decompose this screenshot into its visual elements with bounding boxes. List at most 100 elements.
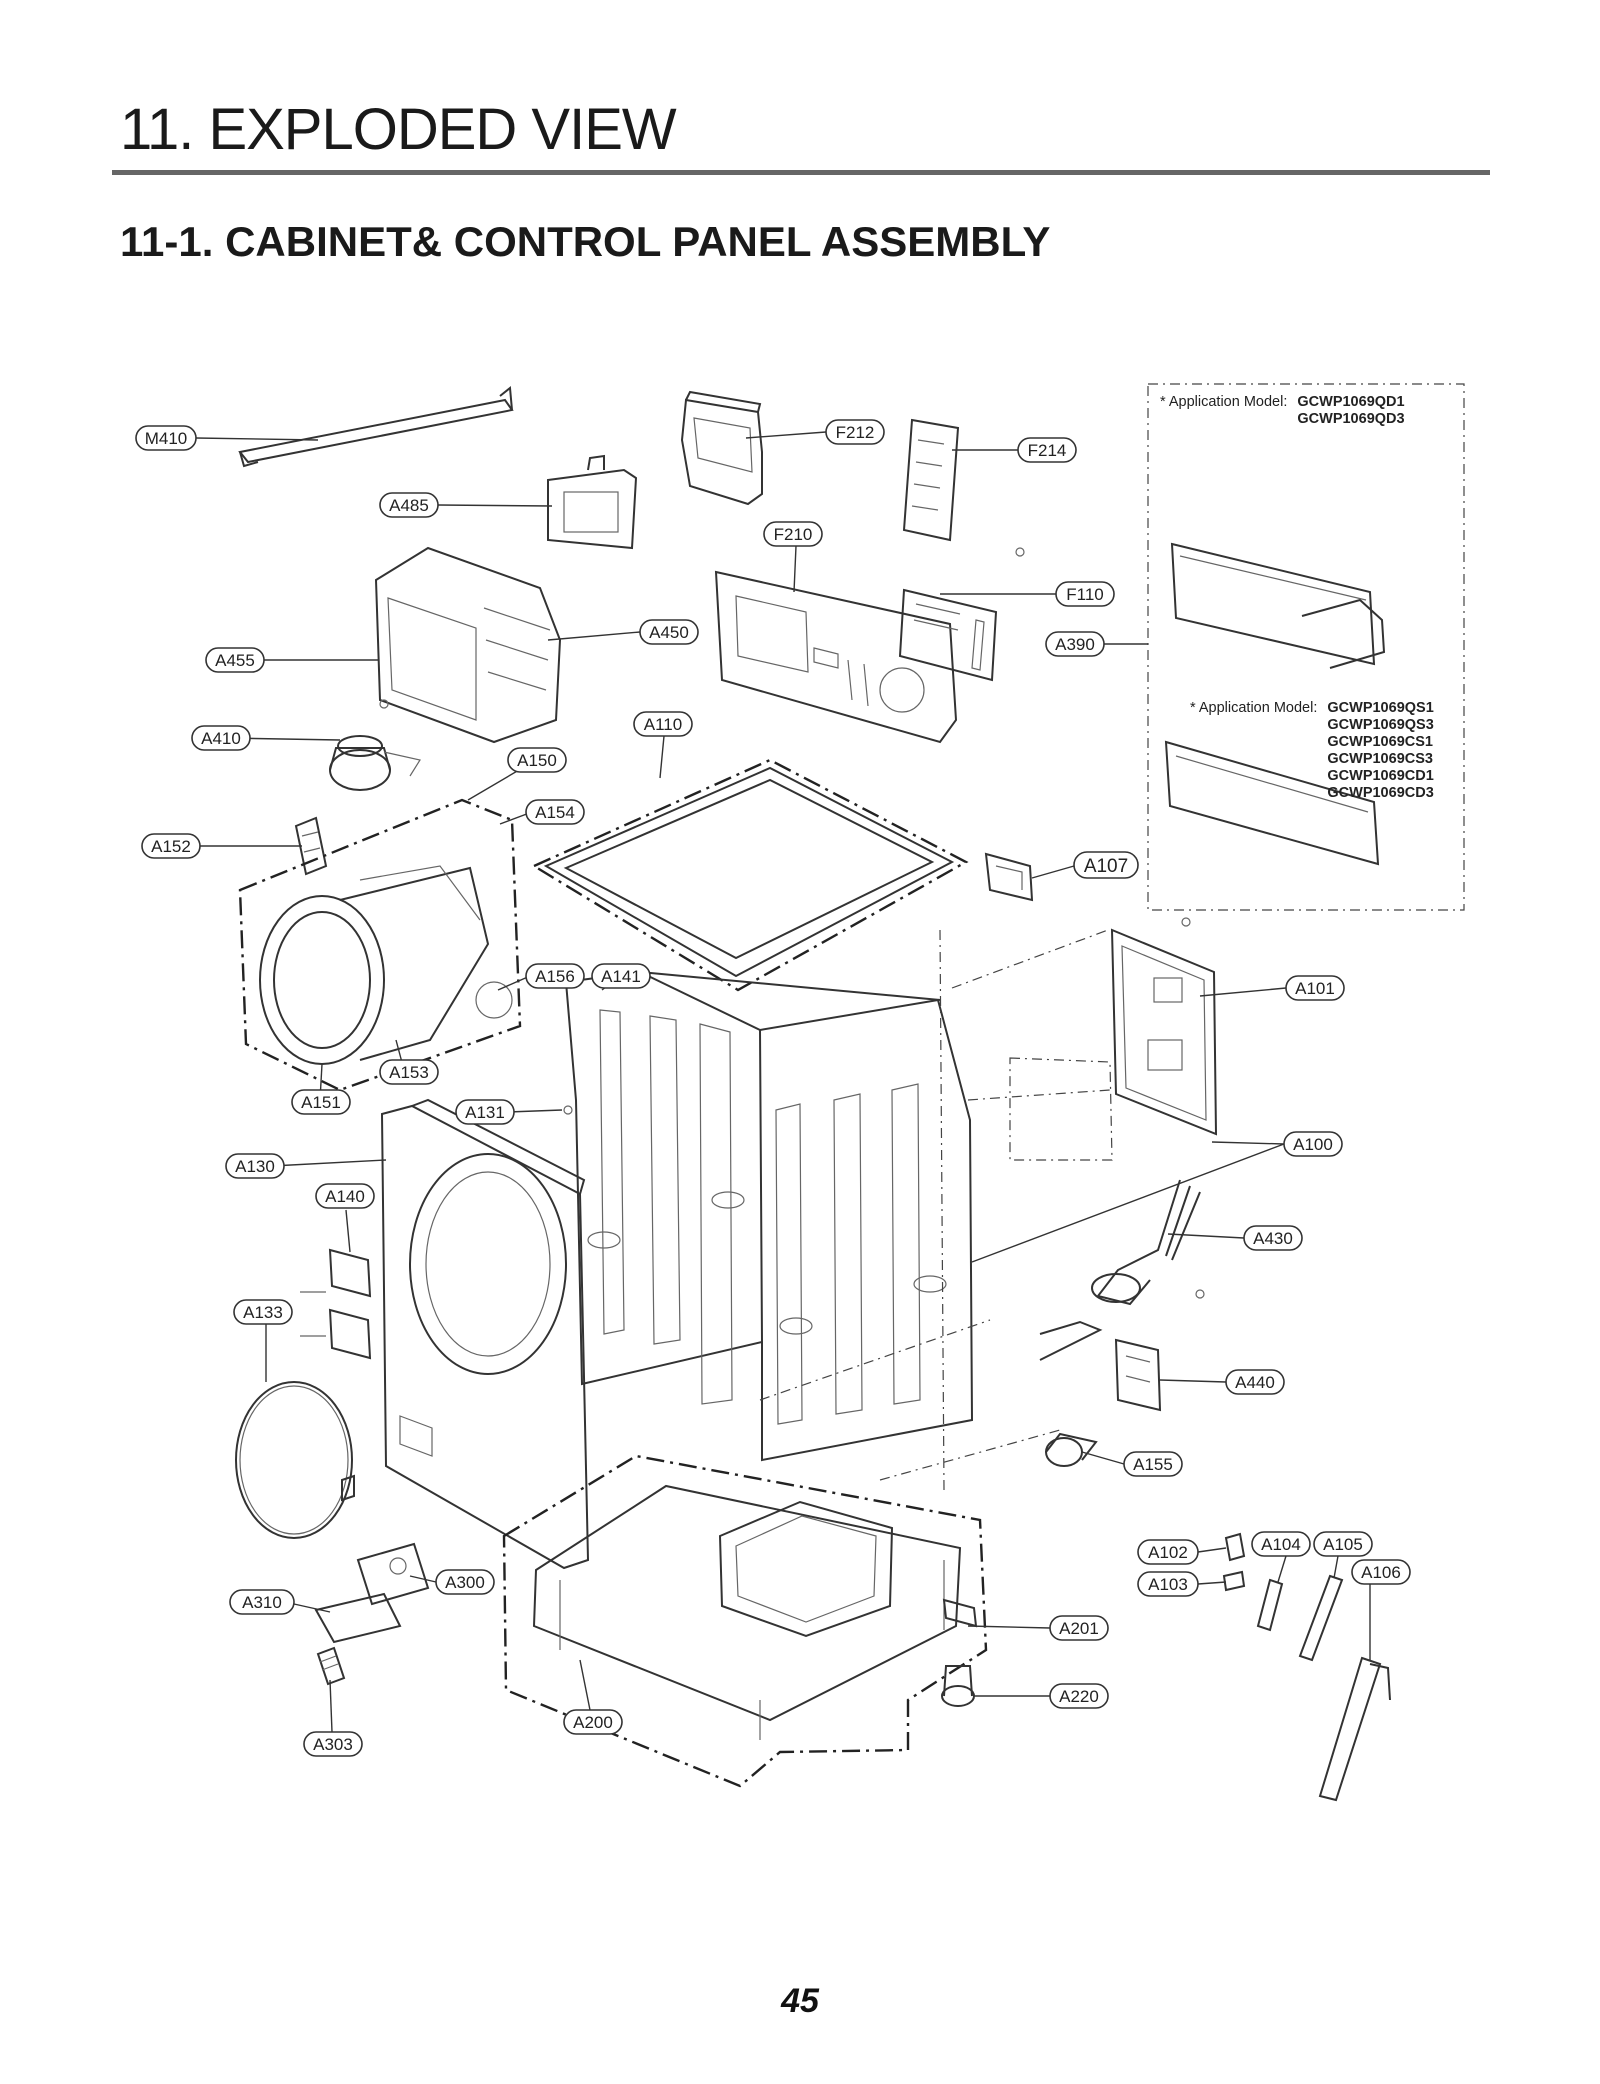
callout-a200: A200	[563, 1709, 623, 1735]
part-a101-rear-panel	[1110, 928, 1218, 1136]
svg-text:A131: A131	[465, 1103, 505, 1122]
svg-text:A133: A133	[243, 1303, 283, 1322]
callout-a154: A154	[525, 799, 585, 825]
callout-f212: F212	[825, 419, 885, 445]
callout-a100: A100	[1283, 1131, 1343, 1157]
part-f212-dispenser-housing	[680, 390, 763, 506]
part-a130-front-panel	[380, 1098, 590, 1570]
callout-f214: F214	[1017, 437, 1077, 463]
part-m410-bracket	[238, 386, 514, 468]
callout-a103: A103	[1137, 1571, 1199, 1597]
svg-text:A201: A201	[1059, 1619, 1099, 1638]
part-f214-button-strip	[902, 418, 960, 542]
part-a450-a455-pcb-assembly	[374, 546, 562, 744]
callout-a410: A410	[191, 725, 251, 751]
note-label: * Application Model:	[1190, 700, 1318, 716]
inset-variant-box	[1147, 383, 1465, 911]
svg-text:F210: F210	[774, 525, 813, 544]
callout-a151: A151	[291, 1089, 351, 1115]
svg-text:A300: A300	[445, 1573, 485, 1592]
callout-a140: A140	[315, 1183, 375, 1209]
callout-a101: A101	[1285, 975, 1345, 1001]
svg-text:A303: A303	[313, 1735, 353, 1754]
section-title: 11-1. CABINET& CONTROL PANEL ASSEMBLY	[120, 218, 1051, 265]
callout-a455: A455	[205, 647, 265, 673]
svg-text:A105: A105	[1323, 1535, 1363, 1554]
page-number: 45	[781, 1982, 819, 2020]
callout-a150: A150	[507, 747, 567, 773]
svg-text:F212: F212	[836, 423, 875, 442]
callout-a201: A201	[1049, 1615, 1109, 1641]
part-a104-a105-a106-legs	[1256, 1574, 1391, 1802]
model-code: GCWP1069CD1	[1327, 768, 1434, 784]
callout-a300: A300	[435, 1569, 495, 1595]
part-a110-top-plate	[531, 758, 969, 992]
part-a410-motor	[329, 735, 421, 791]
callout-a152: A152	[141, 833, 201, 859]
part-a155-cap	[1045, 1432, 1098, 1467]
model-code: GCWP1069QS1	[1327, 700, 1434, 716]
svg-text:A103: A103	[1148, 1575, 1188, 1594]
svg-text:A150: A150	[517, 751, 557, 770]
svg-text:A390: A390	[1055, 635, 1095, 654]
callout-a156: A156	[525, 963, 585, 989]
callout-a133: A133	[233, 1299, 293, 1325]
callout-a102: A102	[1137, 1539, 1199, 1565]
svg-text:A140: A140	[325, 1187, 365, 1206]
svg-text:A410: A410	[201, 729, 241, 748]
model-code: GCWP1069CS3	[1327, 751, 1433, 767]
callout-a390: A390	[1045, 631, 1105, 657]
part-a200-base-frame	[502, 1454, 988, 1788]
svg-text:A102: A102	[1148, 1543, 1188, 1562]
callout-f110: F110	[1055, 581, 1115, 607]
screw-icons	[379, 547, 1205, 1299]
part-a100-cabinet	[564, 970, 974, 1462]
model-code: GCWP1069QD1	[1297, 394, 1405, 410]
page-title: 11. EXPLODED VIEW	[120, 97, 677, 162]
svg-text:F214: F214	[1028, 441, 1067, 460]
callout-a106: A106	[1351, 1559, 1411, 1585]
svg-text:A440: A440	[1235, 1373, 1275, 1392]
projection-guides	[759, 929, 1113, 1491]
svg-text:A107: A107	[1084, 856, 1128, 877]
part-a300-a310-a303-cover	[314, 1542, 430, 1686]
part-a485-display-pcb	[547, 454, 638, 550]
svg-text:F110: F110	[1066, 585, 1104, 604]
application-model-note-2: * Application Model: GCWP1069QS1 GCWP106…	[1190, 700, 1434, 802]
model-code: GCWP1069CS1	[1327, 734, 1433, 750]
callout-a105: A105	[1313, 1531, 1373, 1557]
callout-a130: A130	[225, 1153, 285, 1179]
svg-text:A200: A200	[573, 1713, 613, 1732]
svg-text:A110: A110	[644, 715, 682, 734]
svg-text:A104: A104	[1261, 1535, 1301, 1554]
svg-text:A485: A485	[389, 496, 429, 515]
callout-a104: A104	[1251, 1531, 1311, 1557]
callout-a430: A430	[1243, 1225, 1303, 1251]
svg-text:A130: A130	[235, 1157, 275, 1176]
svg-text:A141: A141	[601, 967, 641, 986]
callout-a303: A303	[303, 1731, 363, 1757]
svg-text:A455: A455	[215, 651, 255, 670]
svg-text:M410: M410	[145, 429, 188, 448]
callout-a107: A107	[1073, 851, 1139, 879]
callout-a485: A485	[379, 492, 439, 518]
svg-text:A153: A153	[389, 1063, 429, 1082]
part-f210-control-panel	[714, 570, 958, 744]
part-a102-a103-clips	[1222, 1532, 1246, 1592]
part-a107-bracket	[984, 852, 1034, 902]
title-divider	[112, 170, 1490, 175]
callout-f210: F210	[763, 521, 823, 547]
svg-text:A220: A220	[1059, 1687, 1099, 1706]
part-f110-control-pcb	[898, 588, 998, 682]
callout-a110: A110	[633, 711, 693, 737]
note-model-list: GCWP1069QD1 GCWP1069QD3	[1297, 394, 1404, 428]
svg-text:A154: A154	[535, 803, 575, 822]
svg-text:A155: A155	[1133, 1455, 1173, 1474]
note-model-list: GCWP1069QS1 GCWP1069QS3 GCWP1069CS1 GCWP…	[1327, 700, 1433, 802]
svg-text:A151: A151	[301, 1093, 341, 1112]
part-a133-door-ring	[235, 1381, 355, 1539]
application-model-note-1: * Application Model: GCWP1069QD1 GCWP106…	[1160, 394, 1405, 428]
model-code: GCWP1069CD3	[1327, 785, 1434, 801]
callout-a440: A440	[1225, 1369, 1285, 1395]
leader-lines	[195, 431, 1371, 1733]
